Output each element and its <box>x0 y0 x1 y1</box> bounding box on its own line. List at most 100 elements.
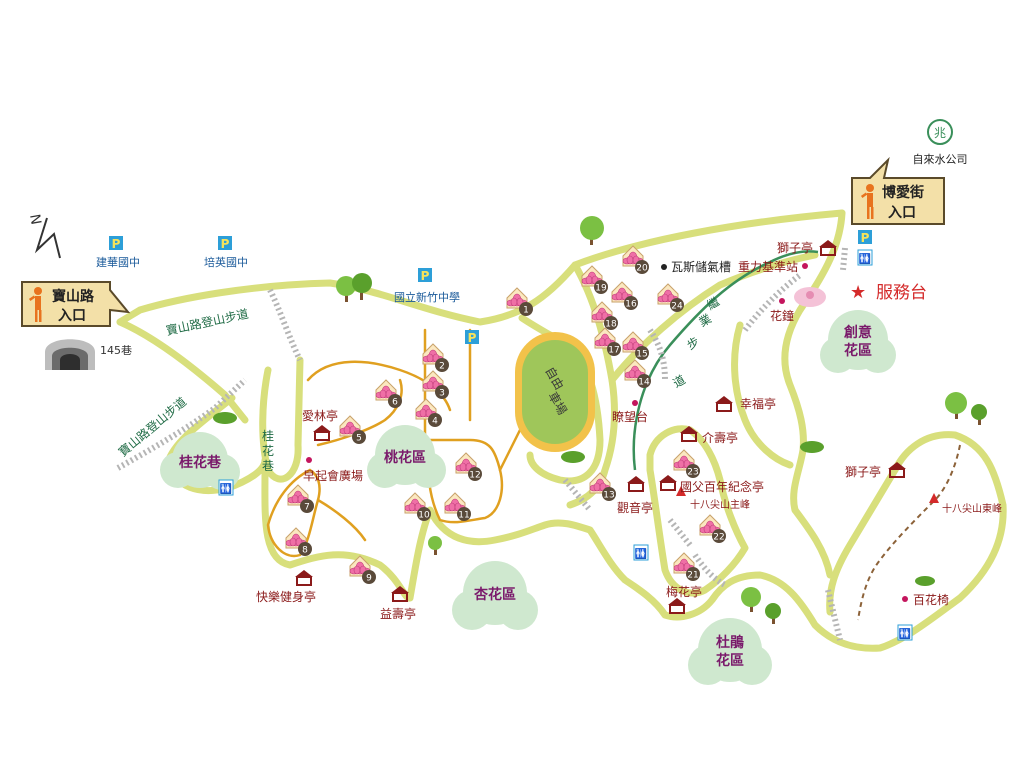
restroom-icon-glyph: 🚻 <box>899 627 911 640</box>
lotus-number: 3 <box>439 389 445 399</box>
parking-icon-text: P <box>861 231 870 245</box>
pavilion-ailin-label: 愛林亭 <box>302 408 338 423</box>
north-symbol: N <box>26 213 44 226</box>
poi-zaoqi: 早起會廣場 <box>303 469 363 483</box>
pavilion-icon <box>680 426 698 442</box>
lotus-marker: 21 <box>673 552 700 581</box>
pavilion-shizi-top: 獅子亭 <box>777 240 837 256</box>
service-desk: ★ 服務台 <box>850 282 927 303</box>
pavilion-guoyu-label: 國父百年紀念亭 <box>680 479 764 494</box>
peak-main-label: 十八尖山主峰 <box>690 498 750 511</box>
pavilion-meihua: 梅花亭 <box>666 584 702 614</box>
pavilion-xingfu-label: 幸福亭 <box>740 396 776 411</box>
zone-taohua: 桃花區 <box>367 425 446 488</box>
walker-icon <box>28 287 42 322</box>
peak-east-icon <box>929 493 939 503</box>
lotus-icon <box>594 333 616 347</box>
zone-guihua: 桂花巷 <box>160 432 240 490</box>
lotus-number: 23 <box>687 468 698 478</box>
parking-icon-text: P <box>421 269 430 283</box>
lotus-number: 11 <box>458 511 469 521</box>
running-track: 自由 車場 <box>515 332 595 452</box>
lotus-number: 4 <box>432 417 438 427</box>
lotus-number: 15 <box>636 350 647 360</box>
poi-dot <box>902 596 908 602</box>
entrance-boai-line2: 入口 <box>888 205 916 221</box>
lotus-marker: 19 <box>581 265 608 294</box>
lotus-marker: 12 <box>455 452 482 481</box>
lotus-number: 9 <box>366 574 372 584</box>
flower-zones: 桂花巷 桃花區 杏花區 創意 花區 杜鵑 花區 <box>160 310 896 685</box>
restroom-icon-glyph: 🚻 <box>635 547 647 560</box>
tree-icon <box>765 603 781 624</box>
lotus-number: 8 <box>302 546 308 556</box>
entrance-baoshan-line1: 寶山路 <box>52 288 95 305</box>
parking-central: P <box>465 330 479 345</box>
zone-chuangyi: 創意 花區 <box>820 310 896 373</box>
pavilion-yishou-label: 益壽亭 <box>380 606 416 621</box>
tree-icon <box>741 587 761 612</box>
tree-icon <box>580 216 604 245</box>
stairs-west <box>267 288 303 362</box>
pavilion-icon <box>888 462 906 478</box>
poi-baihua: 百花椅 <box>913 592 949 607</box>
road-south-outer <box>261 431 1007 652</box>
parking-hsinchu-hs-label: 國立新竹中學 <box>394 290 460 304</box>
pavilion-xingfu: 幸福亭 <box>715 396 776 412</box>
lotus-number: 21 <box>687 571 698 581</box>
trail-to-track <box>498 428 522 472</box>
parking-icon <box>418 268 432 282</box>
trail-to-yishou <box>316 498 367 542</box>
parking-jianhua: P 建華國中 <box>96 236 140 269</box>
bush-icon <box>800 441 824 453</box>
pavilion-icon <box>313 425 331 441</box>
lotus-marker: 2 <box>422 343 449 372</box>
lotus-number: 18 <box>605 320 617 330</box>
lotus-number: 6 <box>392 398 398 408</box>
lotus-marker: 6 <box>375 379 402 408</box>
pavilion-icon <box>659 475 677 491</box>
lotus-number: 14 <box>638 378 650 388</box>
tunnel-label: 145巷 <box>100 344 132 357</box>
lotus-marker: 8 <box>285 527 312 556</box>
trail-zaoqi-loop <box>266 468 321 558</box>
lotus-marker: 13 <box>589 472 616 501</box>
tree-icon <box>336 276 356 302</box>
lotus-number: 10 <box>418 511 430 521</box>
peaks: 十八尖山主峰 十八尖山東峰 <box>676 486 1002 515</box>
parking-peiying-label: 培英國中 <box>204 255 248 269</box>
road-inner-east-2 <box>731 321 794 469</box>
pavilions: 愛林亭 快樂健身亭 益壽亭 幸福亭 介壽亭 國父百年紀念亭 觀音亭 梅花亭 <box>256 240 906 621</box>
pavilion-kuaile-label: 快樂健身亭 <box>256 589 316 604</box>
water-company: 兆 自來水公司 <box>913 119 968 166</box>
entrance-boai-line1: 博愛街 <box>882 184 924 201</box>
pavilion-icon <box>668 598 686 614</box>
stairs-east-loop <box>825 589 843 641</box>
trees <box>213 216 987 624</box>
lotus-number: 2 <box>439 362 445 372</box>
water-company-logo-icon <box>927 119 953 145</box>
parking-icon-text: P <box>221 237 230 251</box>
trail-taohua-2 <box>316 378 403 447</box>
parking-hsinchu-hs: P 國立新竹中學 <box>394 268 460 304</box>
parking-east: P <box>858 230 872 245</box>
peak-main-icon <box>676 486 686 496</box>
lotus-marker: 9 <box>349 555 376 584</box>
pavilion-icon <box>627 476 645 492</box>
lotus-icon <box>455 458 477 472</box>
parking-icon-text: P <box>112 237 121 251</box>
poi-wasi: 瓦斯儲氣槽 <box>671 260 731 274</box>
lotus-marker: 5 <box>339 415 366 444</box>
lotus-marker: 7 <box>287 484 314 513</box>
zone-dujuan-label-2: 花區 <box>716 652 744 669</box>
restroom-icon: 🚻 <box>897 624 913 641</box>
poi-dot <box>306 457 312 463</box>
entrance-baoshan-sign: 寶山路 入口 <box>21 281 131 327</box>
pavilion-guoyu: 國父百年紀念亭 <box>659 475 764 494</box>
bush-icon <box>915 576 935 586</box>
lotus-number: 22 <box>713 533 724 543</box>
zone-chuangyi-label-2: 花區 <box>844 342 872 359</box>
zone-taohua-label: 桃花區 <box>384 449 426 466</box>
tree-icon <box>352 273 372 300</box>
